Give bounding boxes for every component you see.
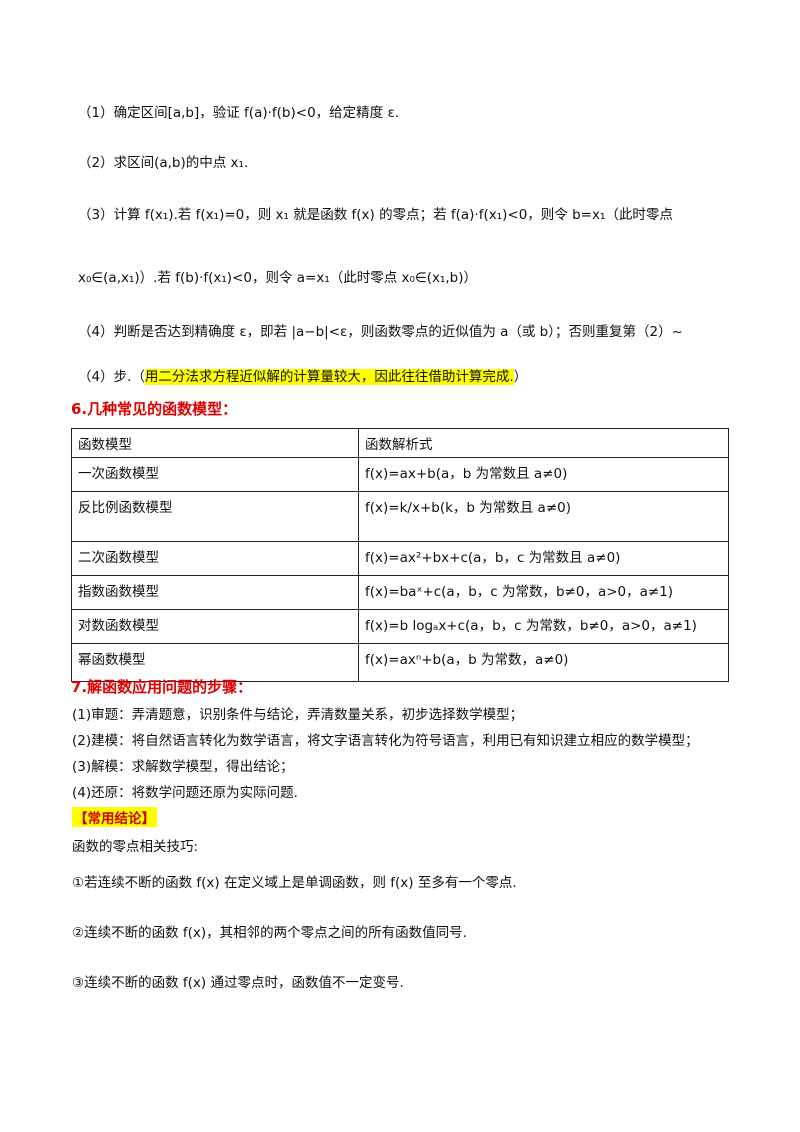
header-model: 函数模型 bbox=[71, 428, 359, 458]
model-name: 指数函数模型 bbox=[71, 575, 359, 610]
table-row: 反比例函数模型 f(x)=k/x+b(k，b 为常数且 a≠0) bbox=[71, 491, 729, 542]
app-step-4: (4)还原：将数学问题还原为实际问题. bbox=[72, 785, 298, 801]
step-prefix: （4）步.（ bbox=[78, 369, 145, 385]
table-row: 二次函数模型 f(x)=ax²+bx+c(a，b，c 为常数且 a≠0) bbox=[71, 541, 729, 576]
model-formula: f(x)=baˣ+c(a，b，c 为常数，b≠0，a>0，a≠1) bbox=[358, 575, 729, 610]
bisection-step-3: （3）计算 f(x₁).若 f(x₁)=0，则 x₁ 就是函数 f(x) 的零点… bbox=[78, 207, 673, 223]
model-name: 二次函数模型 bbox=[71, 541, 359, 576]
table-row: 一次函数模型 f(x)=ax+b(a，b 为常数且 a≠0) bbox=[71, 457, 729, 492]
model-formula: f(x)=k/x+b(k，b 为常数且 a≠0) bbox=[358, 491, 729, 542]
app-step-2: (2)建模：将自然语言转化为数学语言，将文字语言转化为符号语言，利用已有知识建立… bbox=[72, 733, 699, 749]
app-step-1: (1)审题：弄清题意，识别条件与结论，弄清数量关系，初步选择数学模型； bbox=[72, 707, 524, 723]
bisection-step-4: （4）判断是否达到精确度 ε，即若 |a−b|<ε，则函数零点的近似值为 a（或… bbox=[78, 324, 683, 340]
bisection-step-1: （1）确定区间[a,b]，验证 f(a)·f(b)<0，给定精度 ε. bbox=[78, 105, 400, 121]
step-suffix: ） bbox=[513, 369, 528, 385]
conclusion-item-2: ②连续不断的函数 f(x)，其相邻的两个零点之间的所有函数值同号. bbox=[72, 925, 467, 941]
model-name: 幂函数模型 bbox=[71, 643, 359, 682]
conclusion-item-1: ①若连续不断的函数 f(x) 在定义域上是单调函数，则 f(x) 至多有一个零点… bbox=[72, 875, 517, 891]
bisection-step-4-cont: （4）步.（用二分法求方程近似解的计算量较大，因此往往借助计算完成.） bbox=[78, 367, 527, 387]
section-7-title: 7.解函数应用问题的步骤： bbox=[71, 678, 253, 696]
model-formula: f(x)=ax+b(a，b 为常数且 a≠0) bbox=[358, 457, 729, 492]
bisection-step-3-cont: x₀∈(a,x₁)）.若 f(b)·f(x₁)<0，则令 a=x₁（此时零点 x… bbox=[78, 270, 478, 286]
table-row: 对数函数模型 f(x)=b logₐx+c(a，b，c 为常数，b≠0，a>0，… bbox=[71, 609, 729, 644]
bisection-step-2: （2）求区间(a,b)的中点 x₁. bbox=[78, 155, 249, 171]
conclusion-item-3: ③连续不断的函数 f(x) 通过零点时，函数值不一定变号. bbox=[72, 975, 404, 991]
section-6-title: 6.几种常见的函数模型： bbox=[71, 400, 238, 418]
conclusion-intro: 函数的零点相关技巧: bbox=[72, 839, 199, 855]
table-header-row: 函数模型 函数解析式 bbox=[71, 428, 729, 458]
model-formula: f(x)=b logₐx+c(a，b，c 为常数，b≠0，a>0，a≠1) bbox=[358, 609, 729, 644]
highlighted-note: 用二分法求方程近似解的计算量较大，因此往往借助计算完成. bbox=[144, 369, 514, 385]
function-models-table: 函数模型 函数解析式 一次函数模型 f(x)=ax+b(a，b 为常数且 a≠0… bbox=[71, 428, 729, 682]
model-name: 对数函数模型 bbox=[71, 609, 359, 644]
header-formula: 函数解析式 bbox=[358, 428, 729, 458]
model-name: 一次函数模型 bbox=[71, 457, 359, 492]
common-conclusion-tag: 【常用结论】 bbox=[72, 807, 157, 827]
table-row: 幂函数模型 f(x)=axⁿ+b(a，b 为常数，a≠0) bbox=[71, 643, 729, 682]
model-formula: f(x)=ax²+bx+c(a，b，c 为常数且 a≠0) bbox=[358, 541, 729, 576]
app-step-3: (3)解模：求解数学模型，得出结论； bbox=[72, 759, 294, 775]
model-name: 反比例函数模型 bbox=[71, 491, 359, 542]
table-row: 指数函数模型 f(x)=baˣ+c(a，b，c 为常数，b≠0，a>0，a≠1) bbox=[71, 575, 729, 610]
model-formula: f(x)=axⁿ+b(a，b 为常数，a≠0) bbox=[358, 643, 729, 682]
